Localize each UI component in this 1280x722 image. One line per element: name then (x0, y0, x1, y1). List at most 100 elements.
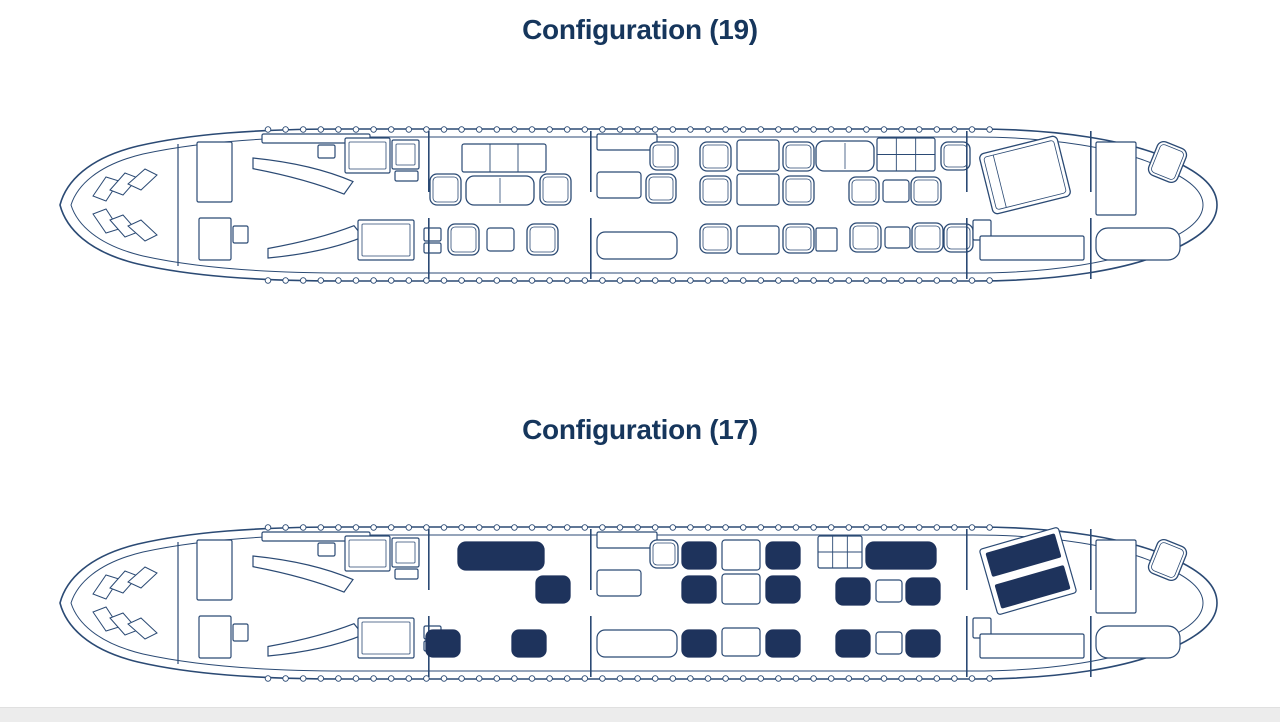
cabin-window (563, 675, 571, 682)
furniture-layer (196, 131, 1188, 279)
cabin-fixture (196, 539, 233, 601)
cabin-window (370, 277, 377, 284)
seat-filled (681, 541, 717, 570)
cabin-window (827, 126, 835, 133)
cabin-window (704, 126, 712, 133)
cabin-partition (966, 131, 968, 279)
cabin-window (352, 524, 360, 531)
cabin-window (563, 277, 571, 284)
cabin-window (845, 277, 853, 284)
cabin-window (352, 126, 360, 133)
cabin-window (810, 277, 817, 284)
cabin-window (880, 524, 888, 531)
cabin-fixture (232, 623, 249, 642)
cabin-fixture (344, 535, 391, 572)
sofa-filled (865, 541, 937, 570)
seat-filled (835, 577, 871, 606)
cabin-window (687, 675, 694, 682)
cabin-window (898, 277, 905, 284)
cabin-window (458, 126, 465, 133)
page-footer-strip (0, 707, 1280, 722)
cabin-window (880, 277, 888, 284)
cabin-window (335, 126, 342, 133)
cabin-fixture (596, 629, 678, 658)
cabin-window (546, 277, 553, 284)
cabin-window (458, 277, 465, 284)
cabin-window (775, 675, 782, 682)
cabin-window (669, 277, 677, 284)
cabin-window (405, 277, 413, 284)
cabin-window (563, 126, 571, 133)
seat-filled (905, 629, 941, 658)
cabin-window (933, 524, 941, 531)
cabin-partition (1090, 131, 1092, 279)
cabin-fixture (596, 133, 658, 151)
cabin-window (810, 524, 817, 531)
cabin-window (775, 524, 782, 531)
cabin-window (458, 675, 465, 682)
cabin-fixture (232, 225, 249, 244)
cabin-window (581, 277, 589, 284)
cabin-window (915, 277, 923, 284)
table (875, 631, 903, 655)
cabin-window (335, 675, 342, 682)
cabin-window (299, 277, 307, 284)
sofa (815, 140, 875, 172)
cabin-window (475, 675, 483, 682)
cabin-window (651, 524, 659, 531)
seat-filled (765, 575, 801, 604)
cabin-window (264, 675, 272, 682)
cabin-window (827, 277, 835, 284)
cabinet-buffet (817, 535, 863, 569)
galley-counter (252, 157, 354, 195)
cabin-fixture (317, 542, 336, 557)
cabin-window (282, 126, 289, 133)
cabin-window (722, 675, 729, 682)
cabin-window (423, 524, 430, 531)
cabin-window (493, 675, 501, 682)
cabin-window (634, 675, 641, 682)
cabin-window (440, 277, 448, 284)
seat (1147, 538, 1188, 582)
cabin-window (299, 675, 307, 682)
cabin-window (651, 126, 659, 133)
cabin-fixture (357, 219, 415, 261)
cabin-window (757, 126, 765, 133)
table (882, 179, 910, 203)
galley-counter (252, 555, 354, 593)
cabin-window (387, 126, 395, 133)
cabin-window (528, 126, 536, 133)
cabin-window (915, 524, 923, 531)
cabin-window (264, 126, 272, 133)
cabin-fixture (596, 231, 678, 260)
cabin-fixture (198, 217, 232, 261)
seat (849, 222, 882, 253)
cabin-window (704, 675, 712, 682)
cabin-window (511, 126, 518, 133)
cabin-window (299, 524, 307, 531)
cabin-fixture (344, 137, 391, 174)
cabin-window (687, 277, 694, 284)
table (736, 139, 780, 172)
cabin-window (968, 524, 976, 531)
seat (911, 222, 944, 253)
cabin-window (986, 277, 993, 284)
cabin-window (792, 126, 800, 133)
cabin-window (282, 675, 289, 682)
cabin-window (915, 675, 923, 682)
cabin-window (581, 524, 589, 531)
cabin-window (757, 277, 765, 284)
seat (645, 173, 677, 204)
seat (940, 141, 971, 171)
cabin-fixture (1095, 539, 1137, 614)
cabin-window (405, 126, 413, 133)
cabin-window (493, 126, 501, 133)
table (596, 171, 642, 199)
cabin-window (440, 524, 448, 531)
seat (429, 173, 462, 206)
seat (1147, 140, 1188, 184)
cabin-window (440, 126, 448, 133)
cabin-fixture (198, 615, 232, 659)
seat-filled (535, 575, 571, 604)
